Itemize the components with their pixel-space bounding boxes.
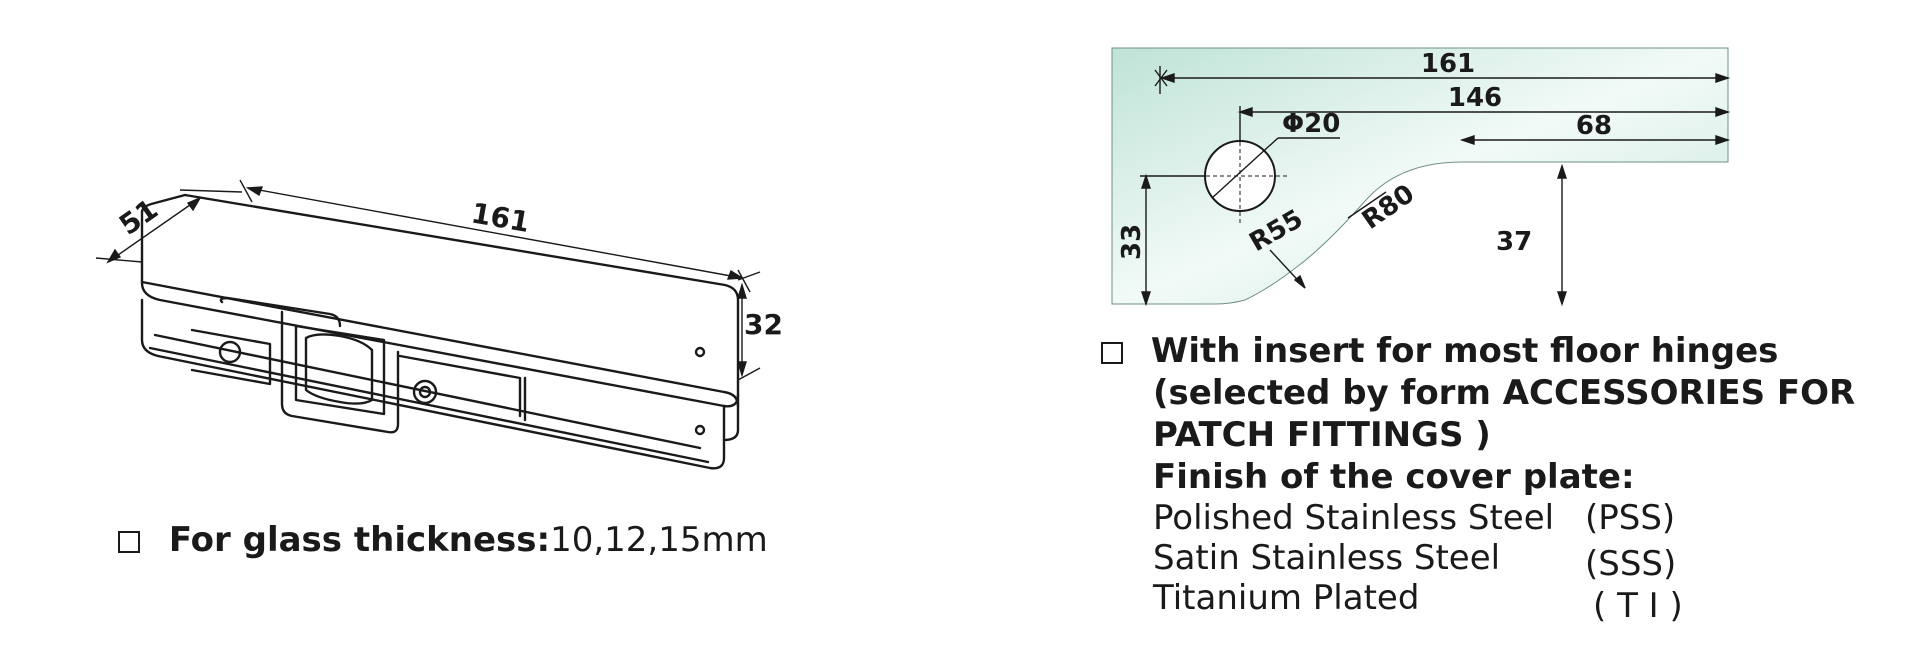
dim-flat-top-68: 68	[1576, 111, 1612, 141]
dim-hole-to-end-146: 146	[1448, 83, 1502, 113]
dim-total-161: 161	[1421, 49, 1475, 79]
bullet-checkbox	[1101, 341, 1123, 364]
glass-thickness-value: 10,12,15mm	[550, 520, 768, 560]
finish-name: Polished Stainless Steel	[1153, 498, 1555, 538]
finish-row: Titanium Plated ( T I )	[1153, 578, 1903, 626]
spec-line-2: (selected by form ACCESSORIES FOR	[1153, 373, 1856, 413]
finish-row: Polished Stainless Steel (PSS)	[1153, 498, 1903, 538]
patch-fitting-isometric-drawing: 161 51 32	[95, 179, 783, 470]
finish-row: Satin Stainless Steel (SSS)	[1153, 538, 1903, 584]
finish-title: Finish of the cover plate:	[1153, 457, 1635, 497]
dim-right-height-37: 37	[1496, 227, 1532, 257]
spec-line-3: PATCH FITTINGS )	[1153, 415, 1491, 455]
spec-text-block: With insert for most floor hinges (selec…	[1101, 330, 1903, 626]
spec-heading-line: With insert for most floor hinges	[1101, 330, 1903, 372]
finish-name: Titanium Plated	[1153, 578, 1420, 618]
finish-name: Satin Stainless Steel	[1153, 538, 1501, 578]
bullet-checkbox	[118, 530, 140, 553]
glass-thickness-note: For glass thickness:10,12,15mm	[118, 520, 768, 560]
finish-code: ( T I )	[1593, 586, 1683, 626]
finish-code: (SSS)	[1585, 544, 1677, 584]
dim-height-32: 32	[744, 308, 783, 341]
finish-code: (PSS)	[1585, 498, 1676, 538]
dim-left-height-33: 33	[1117, 224, 1147, 260]
spec-line-1: With insert for most floor hinges	[1150, 331, 1779, 371]
glass-thickness-label: For glass thickness:	[168, 520, 551, 560]
dim-hole-diameter: Φ20	[1282, 109, 1340, 139]
glass-cutout-drawing: 161 146 68 Φ20 R55 R80 33 37	[1111, 47, 1731, 307]
dim-width-51: 51	[113, 192, 164, 241]
dim-length-161: 161	[469, 196, 532, 239]
